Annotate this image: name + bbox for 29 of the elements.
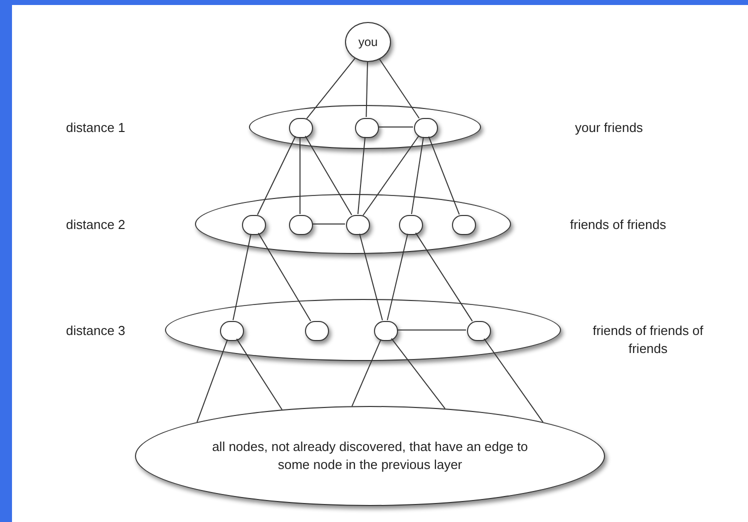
connector-line xyxy=(196,339,228,423)
layer-caption: friends of friends xyxy=(570,216,668,234)
connector-line xyxy=(357,136,366,215)
connector-line xyxy=(362,135,420,216)
node-circle xyxy=(345,22,391,62)
connector-line xyxy=(379,58,420,119)
connector-line xyxy=(366,62,368,118)
connector-line xyxy=(306,58,356,120)
node-label: all nodes, not already discovered, that have an edge to some node in the previous layer xyxy=(211,438,529,474)
connector-line xyxy=(352,338,382,407)
connector-line xyxy=(411,136,424,215)
node-label: you xyxy=(358,34,378,51)
connector-line xyxy=(258,232,312,322)
layer-caption: distance 3 xyxy=(66,322,126,340)
connector-line xyxy=(386,233,408,321)
connector-line xyxy=(304,135,352,216)
connector-line xyxy=(428,136,460,215)
connector-line xyxy=(378,126,414,128)
layer-caption: friends of friends of friends xyxy=(592,322,704,358)
connector-line xyxy=(236,338,282,410)
layer-caption: distance 1 xyxy=(66,119,126,137)
layer-caption: distance 2 xyxy=(66,216,126,234)
connector-line xyxy=(257,136,296,216)
connector-line xyxy=(232,233,252,321)
connector-line xyxy=(390,338,446,410)
connector-line xyxy=(359,233,383,321)
connector-line xyxy=(415,232,473,322)
layer-caption: your friends xyxy=(575,119,644,137)
connector-line xyxy=(484,338,544,423)
